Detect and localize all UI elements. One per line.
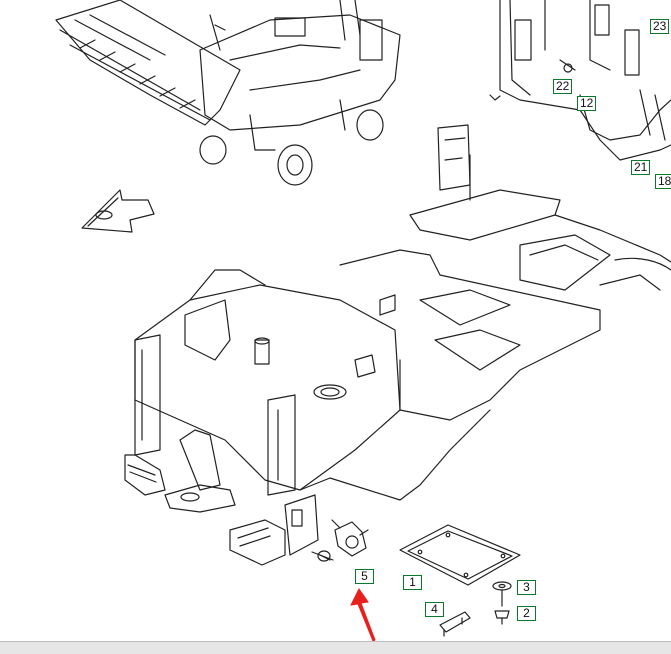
- cover-plate: [399, 524, 521, 586]
- callout-23[interactable]: 23: [650, 19, 670, 34]
- callout-12[interactable]: 12: [577, 96, 597, 111]
- callout-3[interactable]: 3: [517, 580, 536, 595]
- switch-assembly: [331, 519, 369, 557]
- bolt-part: [311, 550, 334, 562]
- callout-21[interactable]: 21: [631, 160, 651, 175]
- washer-part: [492, 581, 512, 607]
- machine-overview-thumbnail: [55, 0, 401, 186]
- callout-2[interactable]: 2: [517, 606, 536, 621]
- callout-4[interactable]: 4: [425, 602, 444, 617]
- callout-22[interactable]: 22: [553, 79, 573, 94]
- callout-18[interactable]: 18: [655, 174, 671, 189]
- chassis-frame: [124, 124, 671, 566]
- direction-arrow-icon: [81, 189, 155, 233]
- screw-part: [494, 610, 510, 625]
- bracket-part: [439, 611, 471, 637]
- frame-detail-top-right: [489, 0, 671, 161]
- bottom-scroll-edge: [0, 641, 671, 654]
- callout-5[interactable]: 5: [355, 569, 374, 584]
- callout-1[interactable]: 1: [403, 575, 422, 590]
- red-pointer-arrow-icon: [350, 588, 376, 642]
